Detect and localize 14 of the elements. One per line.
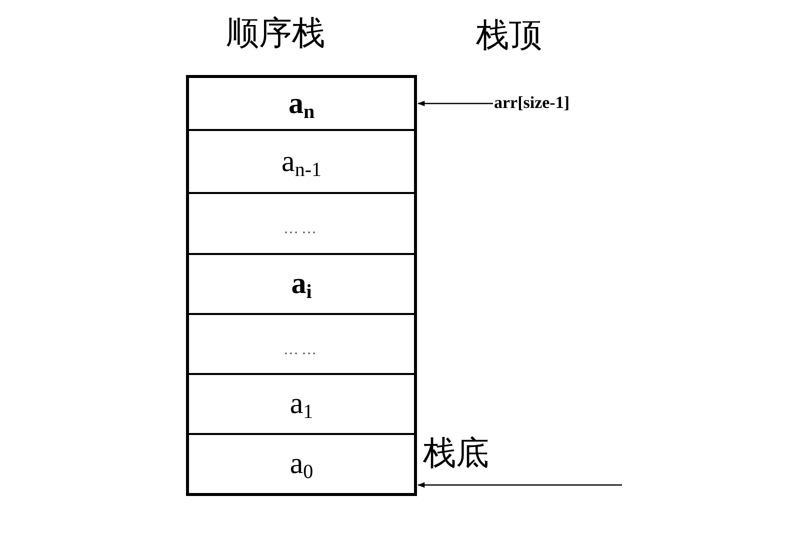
element-label: a$_{0}$ (290, 449, 314, 479)
side-label: 栈底 (423, 438, 489, 471)
element-label: a$_{i}$ (291, 269, 312, 299)
stack-frame (186, 75, 417, 496)
diagram-title: 顺序栈 (226, 18, 325, 51)
arrow (418, 100, 493, 106)
element-label: a$_{1}$ (290, 389, 314, 419)
ellipsis-text: …… (284, 342, 320, 358)
pointer-label: arr[size-1] (494, 88, 622, 116)
ellipsis-text: …… (284, 222, 320, 237)
side-label: 栈顶 (476, 20, 542, 53)
arrow (418, 482, 622, 488)
element-label: a$_{n}$ (288, 88, 315, 118)
element-label: a$_{n-1}$ (282, 146, 322, 176)
